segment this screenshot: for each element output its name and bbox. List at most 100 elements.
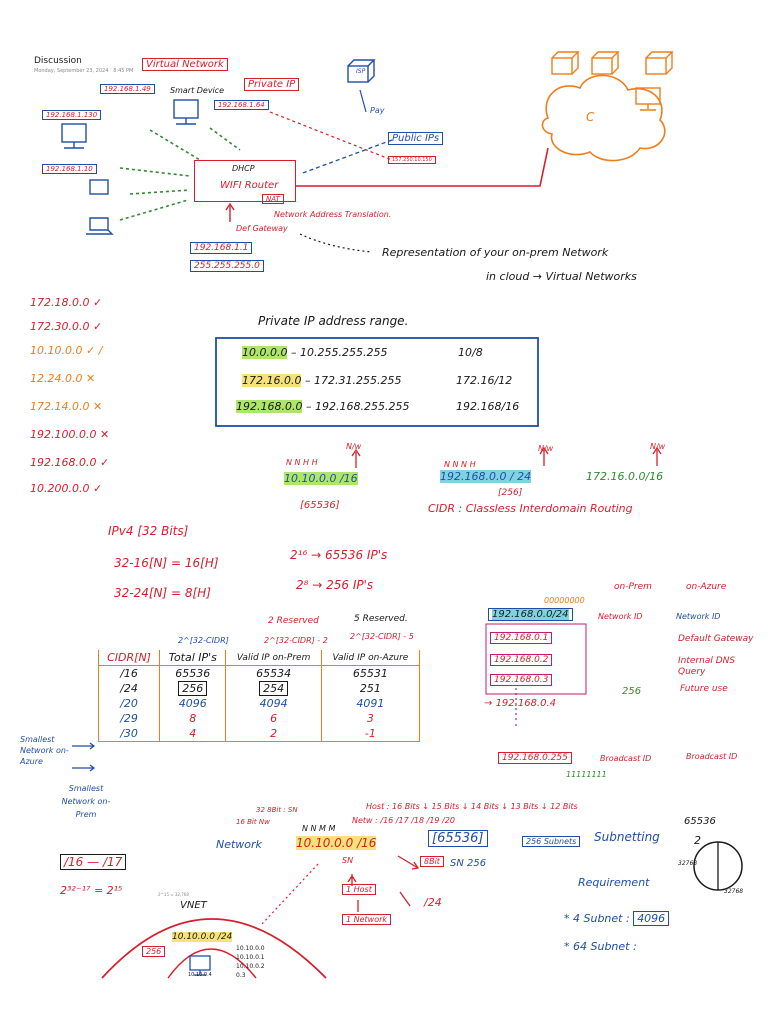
nw-label-1: N/w — [346, 442, 362, 451]
on-azure-label: on-Azure — [686, 582, 727, 592]
table-row: /29 8 6 3 — [97, 711, 421, 726]
vnet-256-box: 256 — [142, 946, 166, 957]
wifi-signal — [119, 127, 241, 221]
page-title: Discussion — [34, 56, 82, 66]
smallest-prem-label: Smallest Network on-Prem — [61, 784, 111, 819]
monitor-icon — [635, 87, 661, 111]
public-ips-label: Public IPs — [388, 132, 444, 145]
formula-valid: 2^[32-CIDR] - 2 — [264, 636, 328, 645]
list-item: 12.24.0.0 ✕ — [30, 372, 96, 385]
table-cell: 3 — [320, 711, 421, 726]
cloud-icon — [541, 74, 666, 162]
server-cube-icon — [551, 51, 674, 75]
vnet-bottom-ip: 10.10.0.4 — [188, 972, 212, 978]
nnhh-label-1: N N H H — [286, 458, 318, 467]
table-cell: 2 — [225, 726, 322, 742]
network-id-prem: Network ID — [598, 612, 643, 621]
subnet-id-row-1: 192.168.0.0/24 — [488, 608, 573, 621]
table-header: Valid IP on-Prem — [225, 650, 322, 666]
table-cell: 251 — [320, 681, 421, 696]
private-range-title: Private IP address range. — [258, 314, 409, 328]
broadcast-ip: 192.168.0.255 — [498, 752, 572, 764]
nat-label: NAT — [262, 194, 284, 204]
range-row-2: 172.16.0.0 – 172.31.255.255 — [242, 374, 402, 387]
nw-label-2: N/w — [538, 444, 554, 453]
table-row: /20 4096 4094 4091 — [97, 696, 421, 711]
vnet-label: VNET — [180, 900, 207, 911]
table-cell: 8 — [159, 711, 227, 726]
range-box: /16 — /17 — [60, 854, 127, 870]
range-cidr-3: 192.168/16 — [456, 400, 520, 413]
on-prem-label: on-Prem — [614, 582, 652, 592]
nnmm-label: N N M M — [302, 824, 336, 833]
representation-line-1: Representation of your on-prem Network — [382, 246, 609, 259]
bits-note-2: 16 Bit Nw — [236, 818, 270, 826]
list-item: 172.18.0.0 ✓ — [30, 296, 103, 309]
table-cell: 65534 — [225, 665, 322, 681]
circle-number: 2 — [694, 834, 701, 847]
broadcast-prem: Broadcast ID — [600, 754, 652, 763]
list-item: 192.168.0.0 ✓ — [30, 456, 110, 469]
cidr-table: CIDR[N] Total IP's Valid IP on-Prem Vali… — [97, 650, 421, 742]
table-cell: /16 — [97, 665, 161, 681]
table-header: CIDR[N] — [97, 650, 161, 666]
private-ip-label: Private IP — [244, 78, 300, 91]
pay-label: Pay — [370, 106, 385, 115]
public-ip-value: 157.250.10.150 — [388, 156, 436, 164]
range-row-3: 192.168.0.0 – 192.168.255.255 — [236, 400, 410, 413]
nw-label-3: N/w — [650, 442, 666, 451]
list-item: 192.100.0.0 ✕ — [30, 428, 110, 441]
gateway-ip: 192.168.1.1 — [190, 242, 253, 254]
reserved-5-label: 5 Reserved. — [354, 614, 408, 624]
zeros-label: 00000000 — [544, 596, 585, 605]
table-header: Valid IP on-Azure — [320, 650, 421, 666]
requirement-2: * 64 Subnet : — [564, 940, 637, 953]
cidr-example-3: 172.16.0.0/16 — [586, 470, 664, 483]
sn-label: SN — [342, 856, 354, 865]
nat-expansion: Network Address Translation. — [274, 210, 392, 219]
cidr-example-1: 10.10.0.0 /16 — [284, 472, 358, 485]
formula-total: 2^[32-CIDR] — [178, 636, 229, 645]
subnet-count-box: [65536] — [428, 830, 488, 847]
device-ip-1: 192.168.1.49 — [100, 84, 155, 94]
nnnh-label: N N N H — [444, 460, 476, 469]
smart-device-label: Smart Device — [170, 86, 225, 95]
one-host-box: 1 Host — [342, 884, 376, 895]
list-item: 10.10.0.0 — [236, 945, 265, 952]
range-cidr-1: 10/8 — [458, 346, 483, 359]
vnet-monitor-icon — [189, 955, 211, 976]
page-date: Monday, September 23, 2024 8:45 PM — [34, 68, 134, 74]
broadcast-azure: Broadcast ID — [686, 752, 738, 761]
table-row: /16 65536 65534 65531 — [97, 665, 421, 681]
device-ip-4: 192.168.1.10 — [42, 164, 97, 174]
dhcp-label: DHCP — [232, 164, 255, 173]
future-use-azure: Future use — [680, 684, 728, 694]
list-item: 10.10.0.0 ✓ / — [30, 344, 103, 357]
isp-label: ISP — [356, 68, 366, 75]
subnet-id-row-4: 192.168.0.3 — [490, 674, 553, 686]
cidr-example-2-count: [256] — [498, 488, 523, 498]
list-item: 172.30.0.0 ✓ — [30, 320, 103, 333]
ipv4-pow-2: 2⁸ → 256 IP's — [296, 578, 374, 592]
host-bits-row: Host : 16 Bits ↓ 15 Bits ↓ 14 Bits ↓ 13 … — [366, 802, 578, 811]
subnets-256-box: 256 Subnets — [522, 836, 581, 847]
isp-cube-icon — [347, 59, 376, 83]
device-ip-2: 192.168.1.64 — [214, 100, 269, 110]
wifi-router-box — [194, 160, 296, 202]
network-label: Network — [216, 838, 262, 851]
small-note: 2^15 = 32,768 — [158, 892, 189, 897]
default-gateway-label: Def Gateway — [236, 224, 288, 233]
table-cell: 4 — [159, 726, 227, 742]
table-cell: /24 — [97, 681, 161, 696]
default-gateway-azure: Default Gateway — [678, 634, 754, 644]
circle-left-value: 32768 — [678, 860, 698, 867]
table-cell: 4091 — [320, 696, 421, 711]
cidr-example-1-count: [65536] — [300, 500, 340, 511]
table-cell: 4094 — [225, 696, 322, 711]
cidr-example-2: 192.168.0.0 / 24 — [440, 470, 532, 483]
ipv4-eq-2: 32-24[N] = 8[H] — [114, 586, 211, 600]
sn-256-label: SN 256 — [450, 858, 487, 869]
netw-steps-row: Netw : /16 /17 /18 /19 /20 — [352, 816, 455, 825]
table-cell: 254 — [225, 681, 322, 696]
subnet-count: 256 — [622, 686, 642, 697]
